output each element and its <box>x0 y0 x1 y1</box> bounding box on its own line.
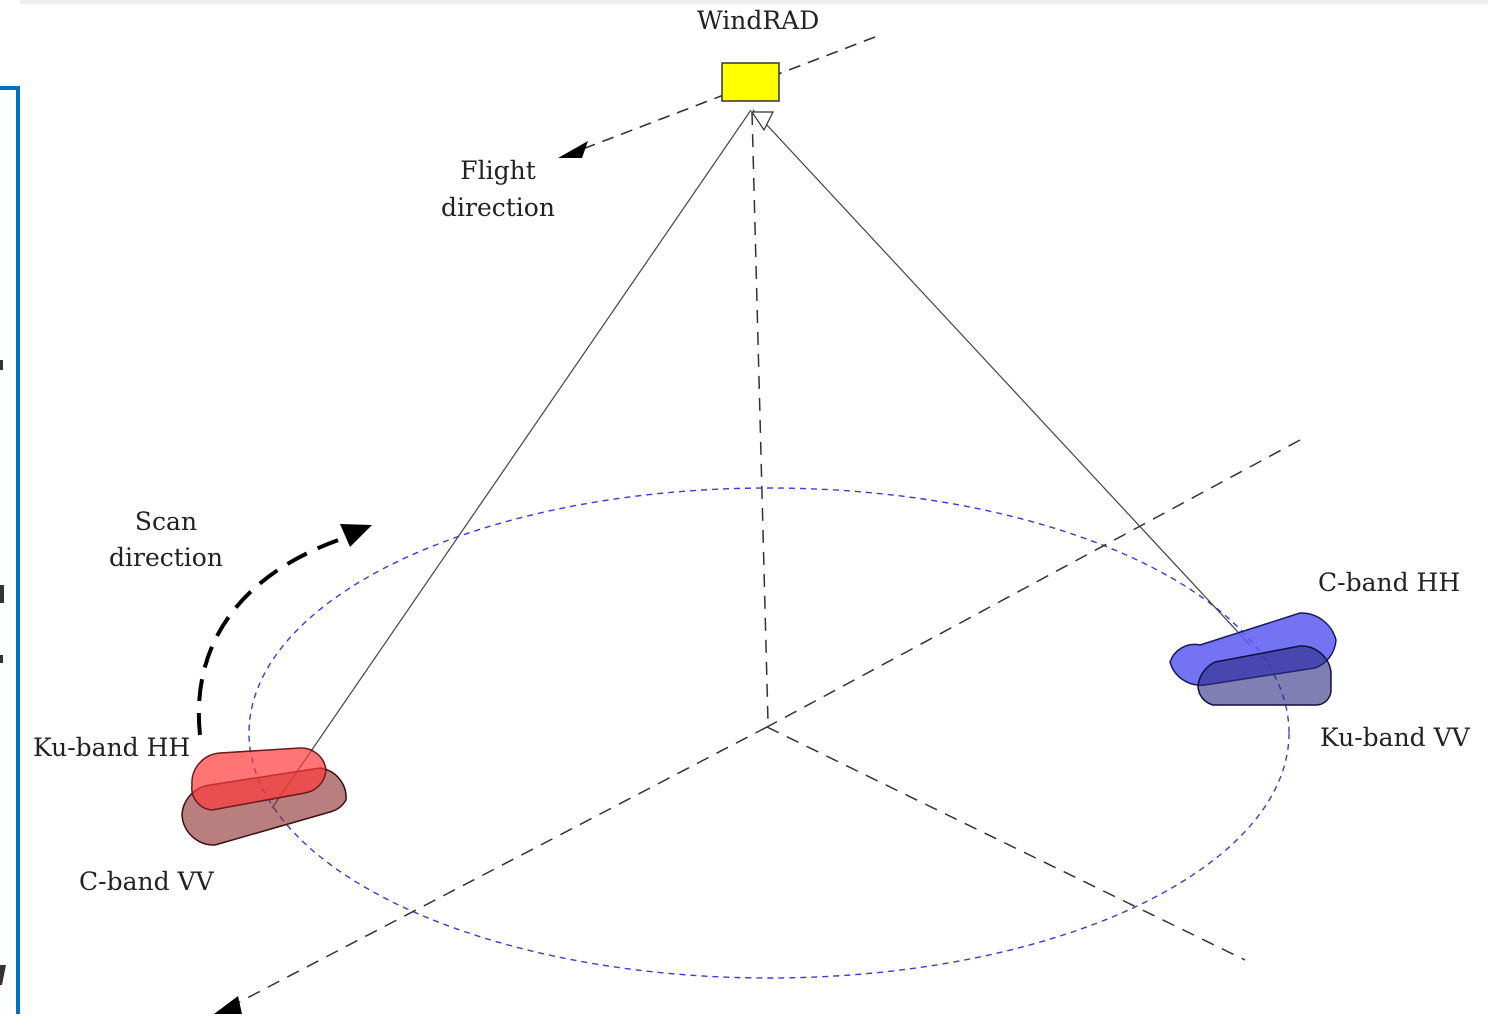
scan-direction-label-line1: Scan <box>134 507 198 536</box>
top-strip <box>20 0 1488 4</box>
flight-direction-label-line2: direction <box>441 193 555 222</box>
left-frame-border <box>0 86 20 1014</box>
right-footprints <box>1169 612 1337 706</box>
left-beam-line <box>271 109 752 809</box>
ground-axis-cross-track <box>766 726 1246 961</box>
ku-band-hh-footprint <box>191 747 327 811</box>
ground-axis-along-track-rear <box>227 726 768 1009</box>
left-margin-marks <box>0 360 6 985</box>
ku-band-vv-label: Ku-band VV <box>1320 723 1470 752</box>
c-band-vv-label: C-band VV <box>79 867 214 896</box>
ground-axis-along-track <box>766 439 1301 728</box>
scan-circle <box>248 487 1290 979</box>
flight-direction-arrowhead <box>558 141 588 158</box>
nadir-line <box>751 111 769 723</box>
windrad-label: WindRAD <box>697 6 820 35</box>
ku-band-vv-footprint <box>1197 645 1332 706</box>
windrad-instrument <box>721 62 780 102</box>
antenna-nadir-marker <box>750 111 774 132</box>
flight-direction-label-line1: Flight <box>460 156 536 185</box>
scan-direction-arrow <box>196 534 351 736</box>
left-footprints <box>181 747 347 846</box>
c-band-hh-label: C-band HH <box>1318 568 1461 597</box>
ground-axis-arrowhead <box>214 996 242 1014</box>
scan-direction-label-line2: direction <box>109 543 223 572</box>
ku-band-hh-label: Ku-band HH <box>33 733 191 762</box>
right-beam-line <box>752 109 1251 646</box>
scan-direction-arrowhead <box>340 524 372 547</box>
